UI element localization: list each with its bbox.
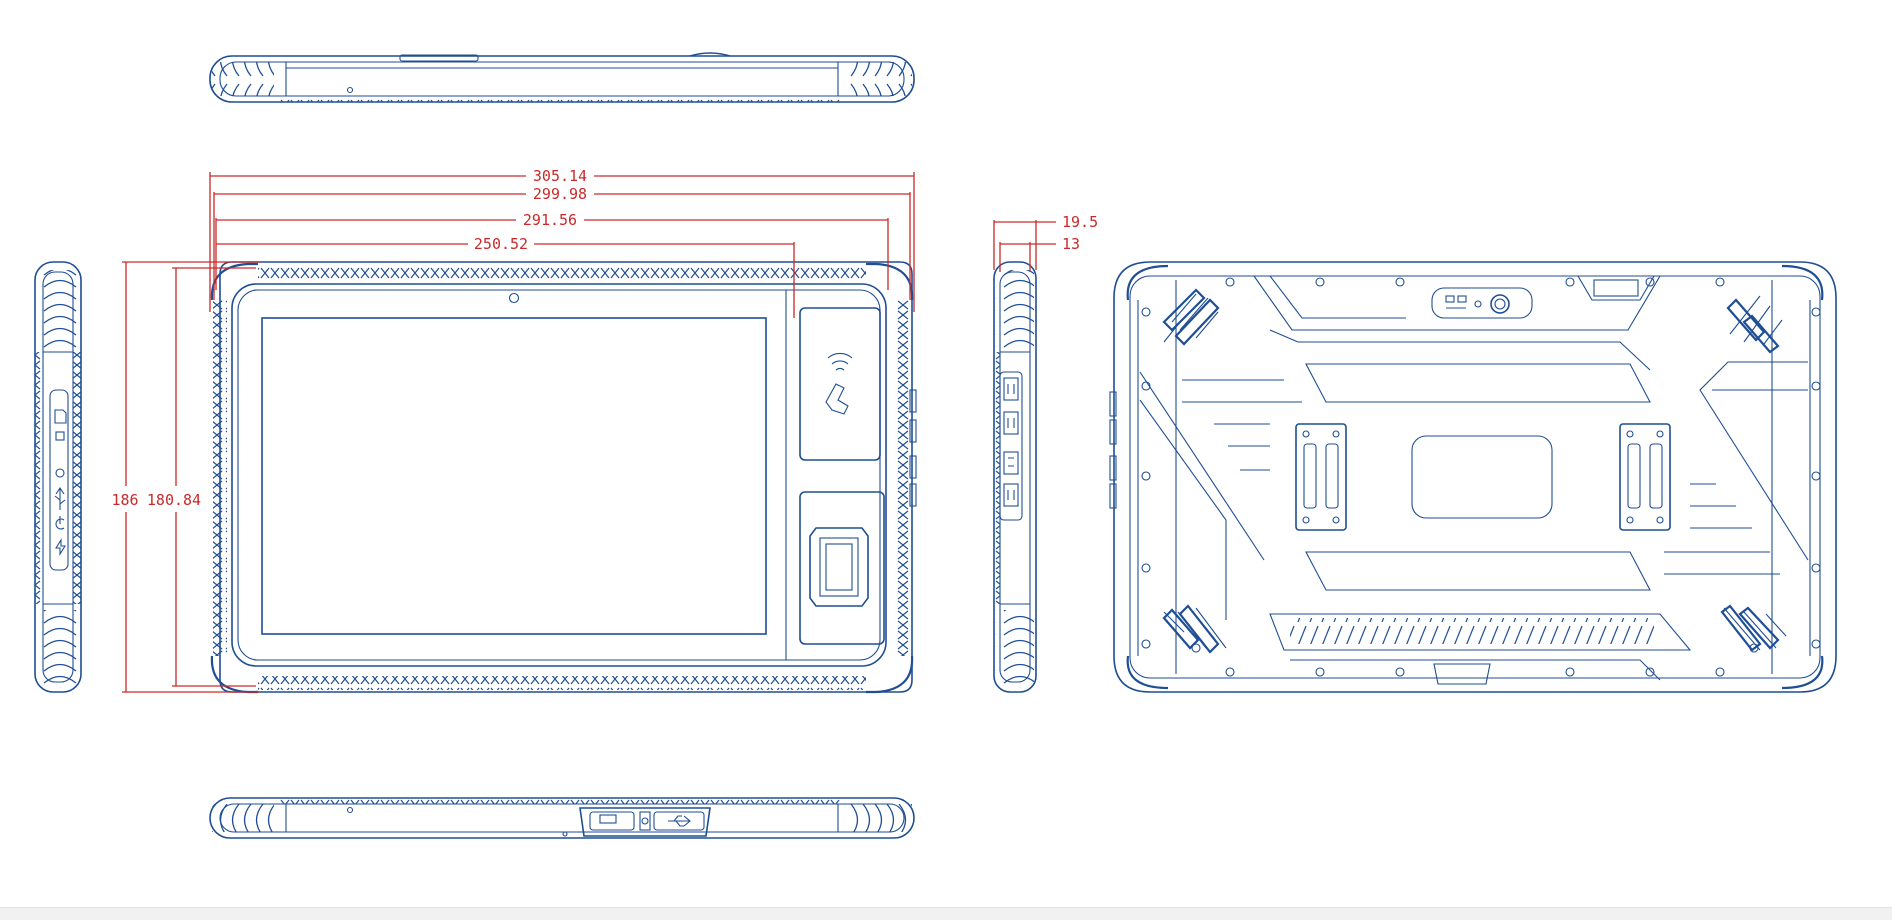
- top-edge-view: [209, 52, 915, 103]
- bottom-edge-view: [209, 797, 915, 839]
- mount-left: [1295, 423, 1347, 531]
- dim-body-height: 180.84: [147, 491, 201, 509]
- nfc-reader-area: [799, 307, 881, 461]
- label-plate: [1411, 435, 1553, 519]
- front-view: [210, 261, 917, 694]
- nfc-contactless-icon: [825, 352, 853, 415]
- rear-camera-module: [1431, 287, 1533, 319]
- usb-icon: [54, 487, 66, 510]
- fingerprint-module: [799, 491, 885, 645]
- page-footer-strip: [0, 907, 1892, 920]
- back-screws: [1141, 277, 1821, 677]
- usb-icon: [668, 815, 691, 827]
- fingerprint-sensor-icon: [809, 527, 869, 607]
- power-icon: [55, 516, 65, 530]
- dim-inner-width: 291.56: [523, 211, 577, 229]
- sim-card-icon: [54, 409, 67, 441]
- display-screen: [261, 317, 767, 635]
- dim-overall-thickness: 19.5: [1062, 213, 1098, 231]
- dim-body-thickness: 13: [1062, 235, 1080, 253]
- back-view: [1109, 261, 1837, 693]
- dim-screen-width: 250.52: [474, 235, 528, 253]
- dim-overall-width: 305.14: [533, 167, 587, 185]
- mount-right: [1619, 423, 1671, 531]
- dim-body-width: 299.98: [533, 185, 587, 203]
- left-side-view: [34, 261, 82, 693]
- right-side-view: 19.5 13: [993, 213, 1098, 693]
- dim-overall-height: 186: [111, 491, 138, 509]
- front-camera: [508, 292, 520, 304]
- front-dimensions: 305.14 299.98 291.56 250.52 186 180.84: [111, 167, 915, 693]
